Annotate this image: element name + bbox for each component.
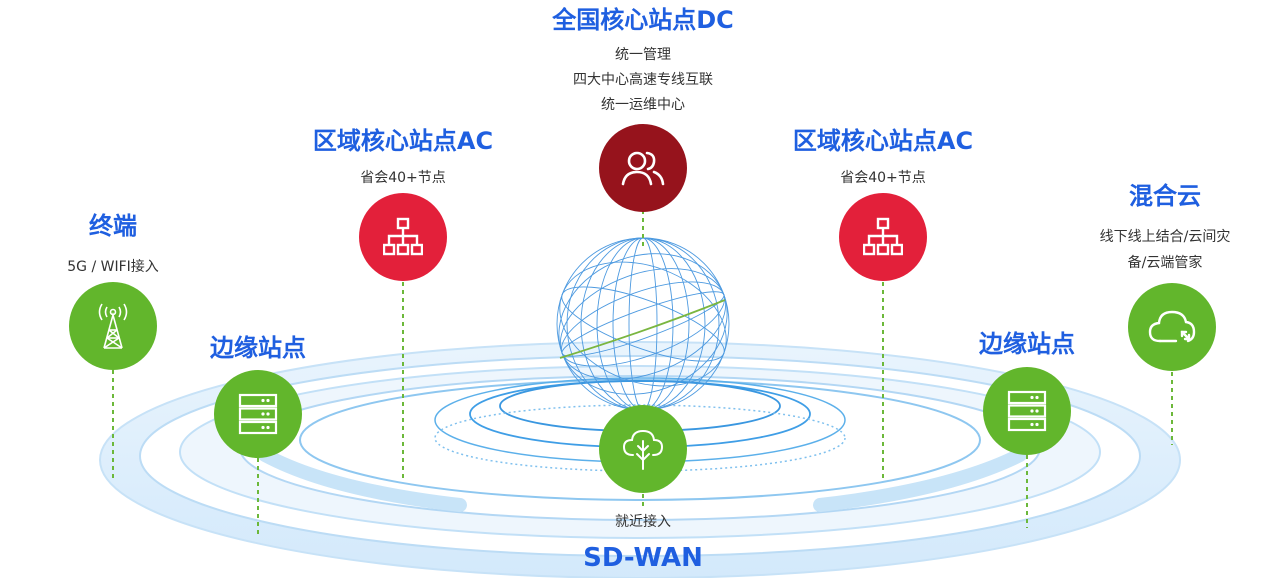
- national-dc-line-1: 统一管理: [615, 47, 671, 63]
- nearby-access-node: [599, 405, 687, 493]
- national-dc-line-3: 统一运维中心: [601, 97, 685, 113]
- national-dc-line-2: 四大中心高速专线互联: [573, 72, 713, 88]
- signal-tower-icon: [98, 303, 128, 349]
- ring-band-left: [258, 448, 467, 512]
- edge-right-title: 边缘站点: [979, 330, 1075, 358]
- terminal-node: [69, 282, 157, 370]
- national-dc-title: 全国核心站点DC: [552, 6, 734, 34]
- edge-left-title: 边缘站点: [210, 334, 306, 362]
- cloud-icon: [1148, 310, 1196, 343]
- terminal-title: 终端: [89, 212, 137, 240]
- ring-band-right: [813, 448, 1027, 512]
- hierarchy-icon: [383, 217, 423, 256]
- users-icon: [621, 151, 665, 186]
- regional-left-node: [359, 193, 447, 281]
- hybrid-cloud-title: 混合云: [1129, 182, 1201, 210]
- hierarchy-icon: [863, 217, 903, 256]
- server-icon: [1007, 390, 1047, 432]
- regional-right-title: 区域核心站点AC: [792, 127, 974, 155]
- national-dc-node: [599, 124, 687, 212]
- nearby-access-label: 就近接入: [615, 514, 671, 530]
- regional-right-desc: 省会40+节点: [840, 170, 926, 186]
- regional-left-title: 区域核心站点AC: [312, 127, 494, 155]
- regional-right-node: [839, 193, 927, 281]
- regional-left-desc: 省会40+节点: [360, 170, 446, 186]
- server-icon: [238, 393, 278, 435]
- hybrid-cloud-node: [1128, 283, 1216, 371]
- edge-left-node: [214, 370, 302, 458]
- terminal-desc: 5G / WIFI接入: [67, 259, 159, 275]
- inner-ring-1: [299, 379, 981, 501]
- sdwan-label: SD-WAN: [583, 543, 703, 573]
- hybrid-cloud-line-2: 备/云端管家: [1127, 255, 1203, 271]
- cloud-tree-icon: [622, 429, 664, 470]
- edge-right-node: [983, 367, 1071, 455]
- hybrid-cloud-line-1: 线下线上结合/云间灾: [1099, 229, 1231, 245]
